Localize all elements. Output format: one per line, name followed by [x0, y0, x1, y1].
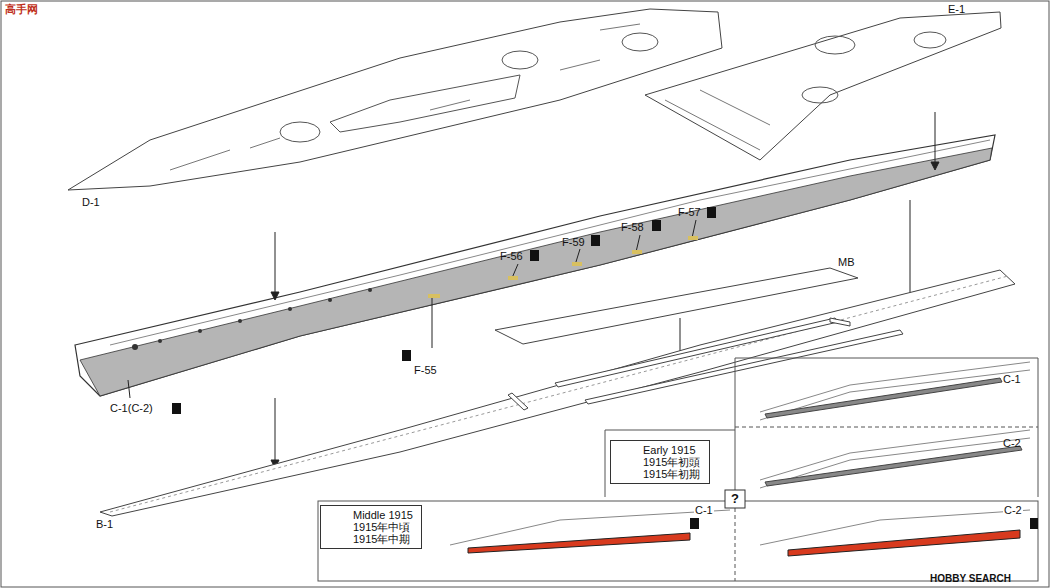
part-label: B-1 — [96, 518, 113, 531]
note-box: Middle 19151915年中頃1915年中期 — [320, 505, 422, 549]
part-label: E-1 — [948, 3, 965, 16]
part-label: C-1 — [1003, 373, 1021, 386]
note-text: 1915年中頃 — [353, 521, 415, 533]
part-label: D-1 — [82, 196, 100, 209]
note-text: Early 1915 — [643, 444, 703, 456]
part-label: F-59 — [562, 236, 585, 249]
part-label: F-56 — [500, 250, 523, 263]
note-text: 1915年初頭 — [643, 456, 703, 468]
note-text: Middle 1915 — [353, 509, 415, 521]
query-mark: ? — [731, 492, 739, 505]
part-label: 高手网 — [5, 3, 38, 16]
part-label: MB — [838, 256, 855, 269]
part-label: C-2 — [1003, 504, 1023, 517]
part-label: F-55 — [414, 364, 437, 377]
note-box: Early 19151915年初頭1915年初期 — [610, 440, 710, 484]
part-label: HOBBY SEARCH — [930, 572, 1011, 585]
part-label: F-57 — [678, 206, 701, 219]
note-text: 1915年初期 — [643, 468, 703, 480]
note-text: 1915年中期 — [353, 533, 415, 545]
part-label: F-58 — [621, 221, 644, 234]
part-label: C-1(C-2) — [110, 402, 153, 415]
part-label: C-2 — [1003, 437, 1021, 450]
part-label: C-1 — [694, 504, 714, 517]
